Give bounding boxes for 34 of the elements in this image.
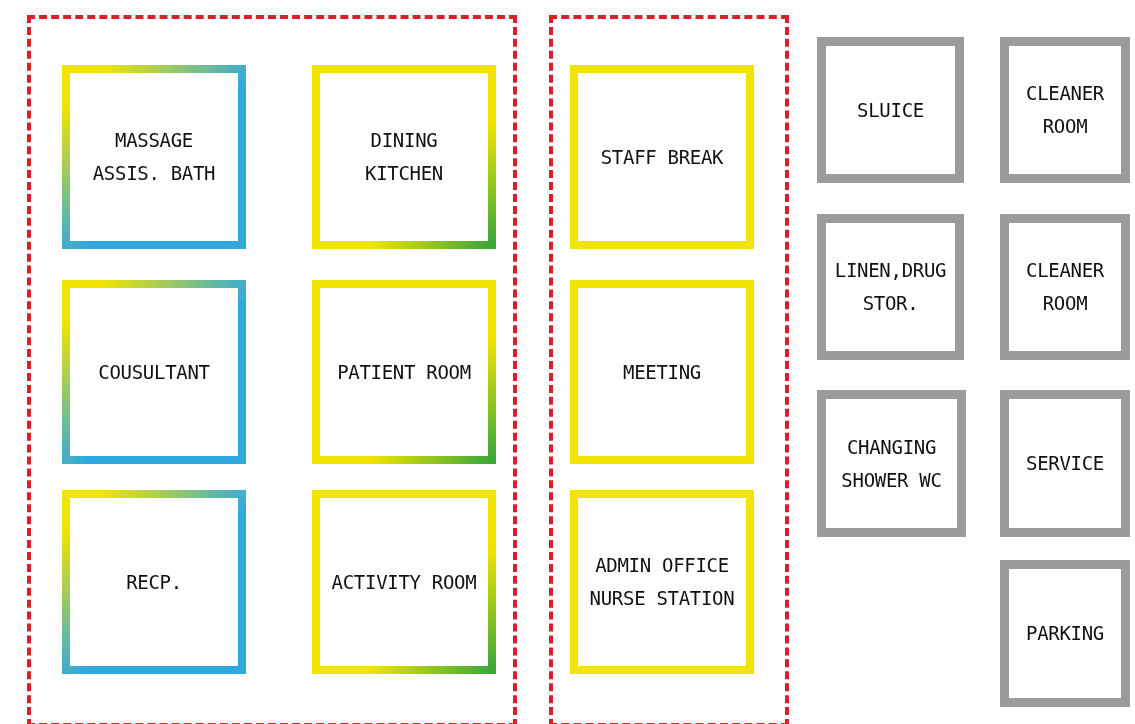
room-box [817, 214, 964, 360]
room-name: MEETING [623, 359, 701, 385]
room-name: PARKING [1026, 621, 1104, 646]
room-name: LINEN,DRUG STOR. [833, 258, 948, 316]
room-box [570, 280, 754, 464]
room-name: COUSULTANT [98, 359, 210, 385]
room-name: CLEANER ROOM [1025, 81, 1105, 139]
room-name: CHANGING SHOWER WC [840, 434, 943, 493]
room-name: ADMIN OFFICE NURSE STATION [588, 553, 736, 611]
room-box [1000, 37, 1130, 183]
room-box [1000, 390, 1130, 537]
room-box [312, 280, 496, 464]
room-box [1000, 560, 1130, 707]
room-box [312, 65, 496, 249]
room-name: STAFF BREAK [600, 144, 724, 170]
room-box [570, 65, 754, 249]
room-box [1000, 214, 1130, 360]
room-box [817, 37, 964, 183]
room-box [62, 65, 246, 249]
zone-outline [549, 15, 789, 724]
room-name: SERVICE [1026, 451, 1104, 476]
room-name: RECP. [126, 569, 182, 595]
zone-outline [27, 15, 517, 724]
room-box [62, 490, 246, 674]
room-name: MASSAGE ASSIS. BATH [91, 128, 217, 186]
room-name: SLUICE [857, 97, 924, 123]
room-box [817, 390, 966, 537]
room-name: DINING KITCHEN [364, 128, 444, 186]
room-name: CLEANER ROOM [1025, 258, 1105, 316]
room-name: PATIENT ROOM [337, 359, 471, 385]
room-name: ACTIVITY ROOM [331, 569, 477, 595]
room-box [62, 280, 246, 464]
room-box [312, 490, 496, 674]
room-box [570, 490, 754, 674]
